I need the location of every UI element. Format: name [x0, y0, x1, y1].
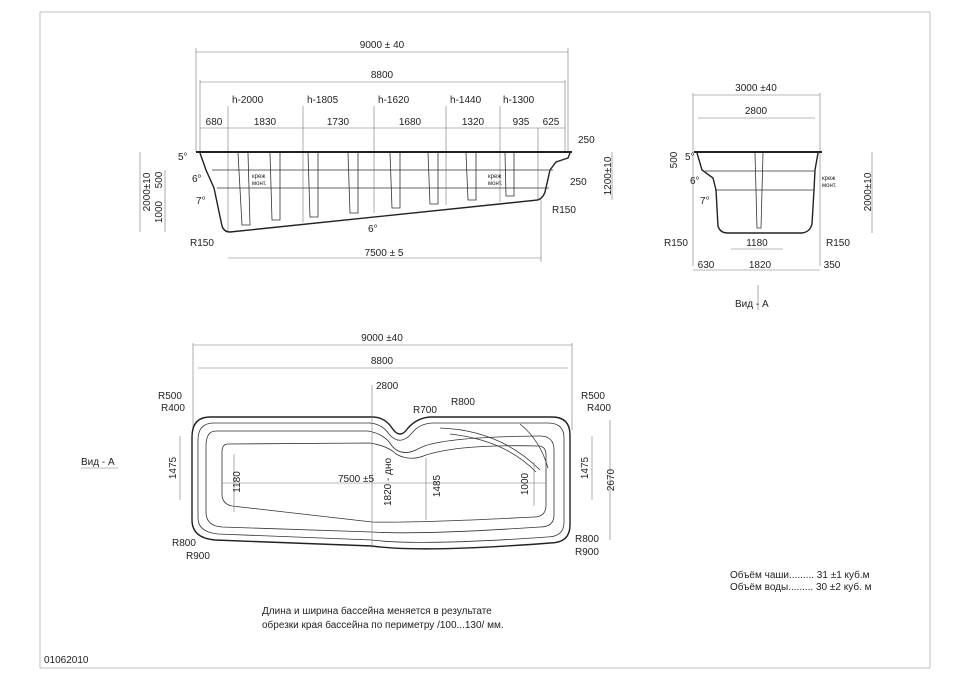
height-label: 1200±10 — [603, 156, 614, 195]
radius-label: R700 — [413, 405, 437, 416]
end-bottom-part: 630 — [698, 260, 715, 271]
plan-overall-length: 9000 ±40 — [361, 333, 403, 344]
radius-label: R900 — [186, 551, 210, 562]
end-view: 3000 ±40 2800 5° 6° 7° 500 2000±10 креж … — [664, 83, 874, 310]
note-line: Длина и ширина бассейна меняется в резул… — [262, 605, 492, 617]
radius-label: R150 — [664, 238, 688, 249]
radius-label: R150 — [552, 205, 576, 216]
plan-left-inner: 1180 — [232, 471, 243, 493]
segment: 680 — [206, 117, 223, 128]
radius-label: R900 — [575, 547, 599, 558]
bracket-label: креж — [488, 174, 501, 180]
bracket-label: креж — [252, 174, 265, 180]
plan-mid-width: 1485 — [432, 474, 443, 497]
height-label: 500 — [154, 171, 165, 188]
bracket-label: монт. — [822, 183, 837, 189]
bowl-volume: Объём чаши......... 31 ±1 куб.м — [730, 569, 870, 581]
plan-total-width: 2670 — [606, 468, 617, 491]
radius-label: R800 — [172, 538, 196, 549]
radius-label: R150 — [190, 238, 214, 249]
end-bottom-inner: 1180 — [746, 238, 768, 249]
segment: 1830 — [254, 117, 277, 128]
angle-label: 6° — [192, 174, 202, 185]
angle-label: 5° — [685, 152, 695, 163]
view-a-label: Вид - А — [81, 457, 115, 468]
height-label: 1000 — [154, 200, 165, 223]
plan-bottom-width: 1820 - дно — [383, 458, 394, 506]
angle-label: 5° — [178, 152, 188, 163]
end-height: 2000±10 — [863, 172, 874, 211]
plan-left-width: 1475 — [168, 456, 179, 479]
segment: 1320 — [462, 117, 485, 128]
radius-label: R800 — [451, 397, 475, 408]
segment: 935 — [513, 117, 530, 128]
drawing-frame — [39, 11, 931, 669]
depth-mark: h-1300 — [503, 95, 535, 106]
angle-label: 6° — [690, 176, 700, 187]
height-label: 2000±10 — [142, 172, 153, 211]
segment: 625 — [543, 117, 560, 128]
end-step-height: 500 — [669, 151, 680, 168]
side-rim-length: 8800 — [371, 70, 394, 81]
depth-mark: h-1620 — [378, 95, 410, 106]
depth-mark: h-1805 — [307, 95, 339, 106]
end-bottom-part: 350 — [824, 260, 841, 271]
segment: 1730 — [327, 117, 350, 128]
end-overall-width: 3000 ±40 — [735, 83, 777, 94]
view-a-label: Вид - А — [735, 299, 769, 310]
height-label: 250 — [570, 177, 587, 188]
bracket-label: монт. — [488, 181, 503, 187]
radius-label: R800 — [575, 534, 599, 545]
water-volume: Объём воды......... 30 ±2 куб. м — [730, 581, 872, 593]
plan-bottom-length: 7500 ±5 — [338, 474, 375, 485]
plan-view: 9000 ±40 8800 2800 7500 ±5 1820 - дно 14… — [81, 333, 617, 562]
end-rim-width: 2800 — [745, 106, 768, 117]
note-line: обрезки края бассейна по периметру /100.… — [262, 619, 504, 631]
plan-rim-length: 8800 — [371, 356, 394, 367]
radius-label: R400 — [587, 403, 611, 414]
bottom-slope: 6° — [368, 224, 378, 235]
plan-right-width: 1475 — [580, 456, 591, 479]
end-bottom-part: 1820 — [749, 260, 772, 271]
drawing-number: 01062010 — [44, 655, 89, 666]
side-view: 9000 ± 40 8800 h-2000 h-1805 h-1620 h-14… — [139, 40, 614, 262]
angle-label: 7° — [196, 196, 206, 207]
angle-label: 7° — [700, 196, 710, 207]
radius-label: R400 — [161, 403, 185, 414]
radius-label: R500 — [581, 391, 605, 402]
segment: 1680 — [399, 117, 422, 128]
bracket-label: креж — [822, 176, 835, 182]
radius-label: R500 — [158, 391, 182, 402]
plan-width-mark: 2800 — [376, 381, 399, 392]
side-bottom-length: 7500 ± 5 — [365, 248, 404, 259]
height-label: 250 — [578, 135, 595, 146]
bracket-label: монт. — [252, 181, 267, 187]
plan-right-inner: 1000 — [520, 472, 531, 495]
depth-mark: h-1440 — [450, 95, 482, 106]
side-overall-length: 9000 ± 40 — [360, 40, 405, 51]
radius-label: R150 — [826, 238, 850, 249]
depth-mark: h-2000 — [232, 95, 264, 106]
